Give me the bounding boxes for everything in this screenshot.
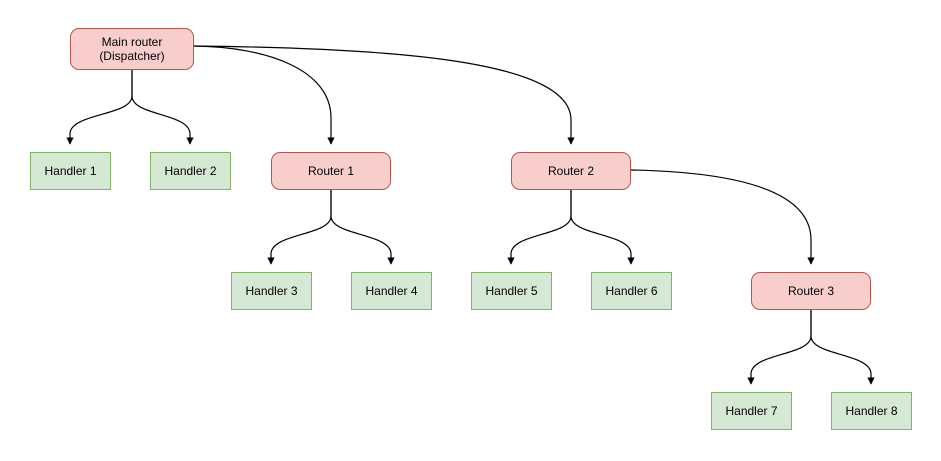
edge-router-3-to-handler-8 [810, 310, 875, 385]
node-router-2[interactable]: Router 2 [511, 152, 631, 190]
edge-main-router-to-handler-1 [66, 70, 133, 145]
edge-router-1-to-handler-4 [330, 190, 395, 265]
edge-router-2-to-handler-5 [507, 190, 572, 265]
edge-main-router-to-router-2 [193, 45, 575, 145]
node-label: Handler 5 [485, 284, 538, 298]
node-handler-3[interactable]: Handler 3 [231, 272, 312, 310]
node-handler-2[interactable]: Handler 2 [150, 152, 231, 190]
node-label: Handler 4 [365, 284, 418, 298]
node-handler-7[interactable]: Handler 7 [711, 392, 792, 430]
edge-router-2-to-handler-6 [570, 190, 635, 265]
node-label: Handler 8 [845, 404, 898, 418]
edge-router-1-to-handler-3 [267, 190, 332, 265]
node-handler-6[interactable]: Handler 6 [591, 272, 672, 310]
node-label: Router 2 [547, 164, 595, 178]
node-handler-5[interactable]: Handler 5 [471, 272, 552, 310]
node-handler-8[interactable]: Handler 8 [831, 392, 912, 430]
node-label: Router 3 [787, 284, 835, 298]
node-main-router[interactable]: Main router (Dispatcher) [70, 28, 194, 70]
node-handler-1[interactable]: Handler 1 [30, 152, 111, 190]
edge-main-router-to-router-1 [193, 45, 335, 145]
node-label: Handler 6 [605, 284, 658, 298]
node-label: Handler 3 [245, 284, 298, 298]
node-label: Handler 2 [164, 164, 217, 178]
node-label: Handler 1 [44, 164, 97, 178]
node-label: Handler 7 [725, 404, 778, 418]
edge-main-router-to-handler-2 [131, 70, 194, 145]
node-router-3[interactable]: Router 3 [751, 272, 871, 310]
edge-router-3-to-handler-7 [747, 310, 812, 385]
node-label: Main router (Dispatcher) [99, 35, 165, 63]
node-handler-4[interactable]: Handler 4 [351, 272, 432, 310]
edge-router-2-to-router-3 [630, 169, 815, 265]
node-router-1[interactable]: Router 1 [271, 152, 391, 190]
node-label: Router 1 [307, 164, 355, 178]
